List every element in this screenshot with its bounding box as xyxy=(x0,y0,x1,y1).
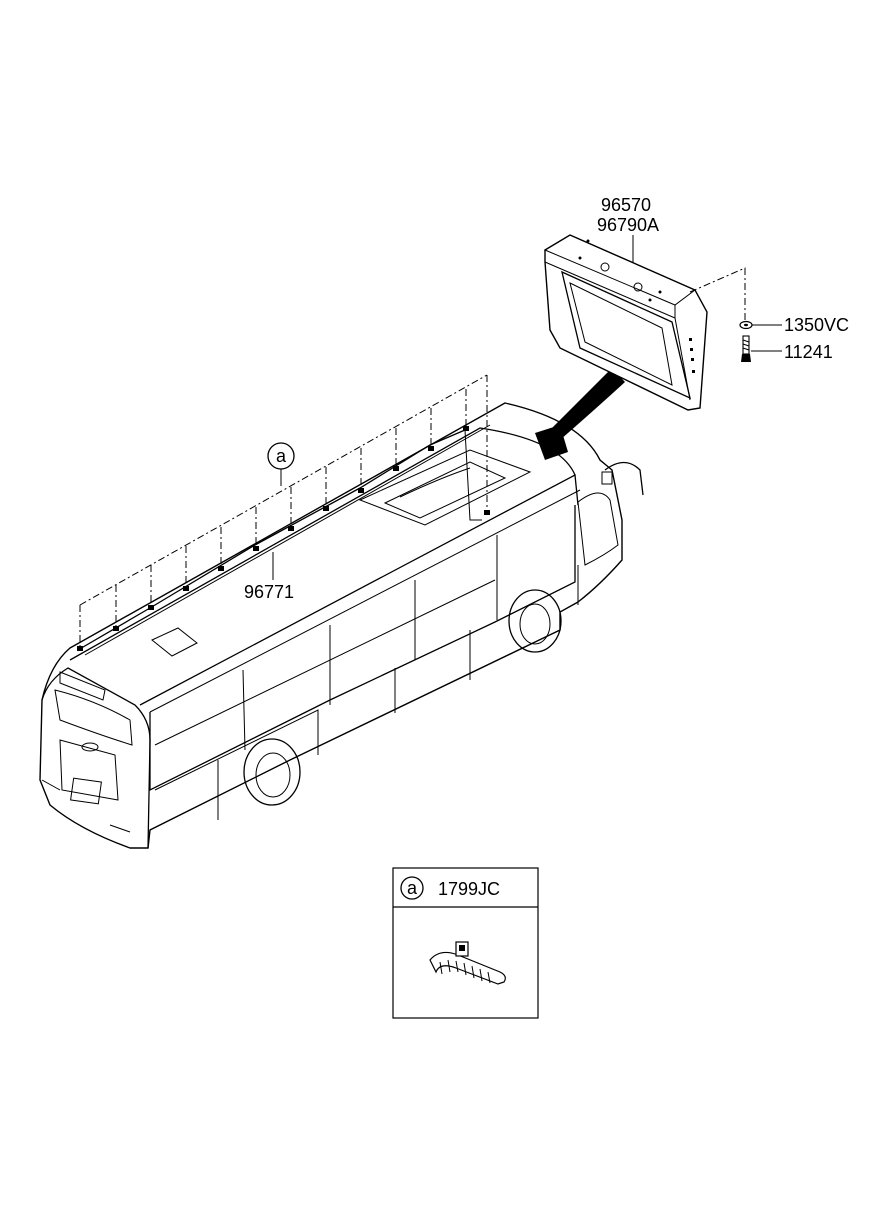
part-number-monitor: 96570 xyxy=(601,195,651,215)
legend-box: a 1799JC xyxy=(392,867,539,1019)
part-number-bolt: 11241 xyxy=(784,342,833,362)
legend-marker: a xyxy=(407,878,418,898)
monitor-illustration xyxy=(543,234,746,411)
legend-part-number: 1799JC xyxy=(438,879,500,899)
bus-illustration xyxy=(39,368,644,849)
washer-icon xyxy=(739,320,753,330)
fasteners xyxy=(739,320,782,362)
callout-a-label: a xyxy=(276,446,287,466)
cable-tie-clip-icon xyxy=(429,941,506,985)
part-number-washer: 1350VC xyxy=(784,315,849,335)
part-number-monitor-alt: 96790A xyxy=(597,215,659,235)
callout-a: a xyxy=(267,442,295,470)
bolt-icon xyxy=(741,335,751,362)
part-number-harness: 96771 xyxy=(244,582,294,602)
harness-callouts xyxy=(77,374,490,651)
